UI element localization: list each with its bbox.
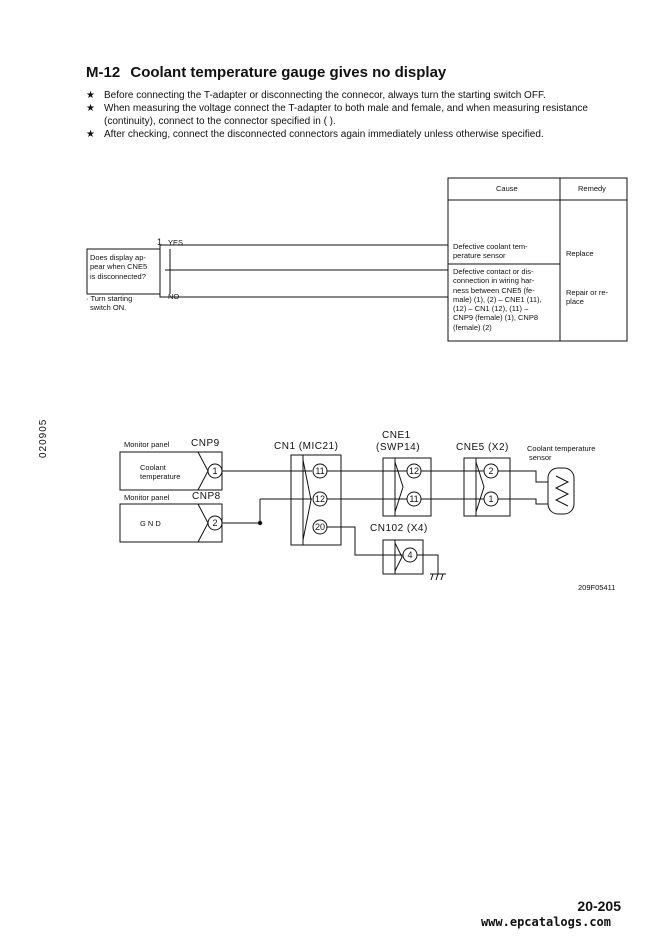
cause-header: Cause xyxy=(496,184,518,193)
watermark-url: www.epcatalogs.com xyxy=(480,915,611,929)
cause-line: (female) (2) xyxy=(453,322,492,332)
pin-cn1-11 xyxy=(312,463,328,479)
star-icon: ★ xyxy=(86,90,95,101)
cn102-connector xyxy=(382,539,424,575)
cause-row-1: Defective coolant tem- perature sensor xyxy=(453,242,528,261)
splice-dot xyxy=(257,520,263,526)
remedy-line: Replace xyxy=(566,249,594,258)
pin-label: 1 xyxy=(212,466,217,476)
pin-label: 2 xyxy=(488,466,493,476)
monitor-panel-label: Monitor panel xyxy=(124,440,170,449)
cause-line: (12) – CN1 (12), (11) – xyxy=(453,304,529,314)
pin-label: 12 xyxy=(409,466,419,476)
cnp8-label: CNP8 xyxy=(192,491,221,502)
note-text: After checking, connect the disconnected… xyxy=(104,129,544,140)
yes-label: YES xyxy=(168,238,184,247)
gnd-label: G N D xyxy=(140,519,161,528)
cause-line: Defective contact or dis- xyxy=(453,267,534,276)
no-label: NO xyxy=(168,292,180,301)
sensor-line: sensor xyxy=(529,453,552,462)
cne1-label: CNE1 xyxy=(382,430,411,441)
page-title: M-12 Coolant temperature gauge gives no … xyxy=(86,64,446,81)
pin-cne5-2 xyxy=(483,463,499,479)
pin-cnp8 xyxy=(207,515,223,531)
question-line: pear when CNE5 xyxy=(90,262,148,272)
pin-label: 11 xyxy=(315,466,324,476)
precondition-line: switch ON. xyxy=(90,303,127,313)
cne1-connector xyxy=(382,457,432,517)
coolant-box-line: temperature xyxy=(140,472,181,481)
question-line: Does display ap- xyxy=(90,253,146,262)
figure-id: 209F05411 xyxy=(578,583,616,592)
pin-cne1-12 xyxy=(406,463,422,479)
cnp8-box xyxy=(119,503,223,543)
cne5-connector xyxy=(463,457,511,517)
pin-label: 20 xyxy=(315,522,325,532)
cne1-sub-label: (SWP14) xyxy=(376,442,421,453)
section-code: M-12 xyxy=(86,64,121,81)
note-text: When measuring the voltage connect the T… xyxy=(104,103,588,127)
cne5-label: CNE5 (X2) xyxy=(456,442,509,453)
remedy-row-1: Replace xyxy=(566,249,594,258)
pin-cn1-12 xyxy=(312,491,328,507)
note-item: ★ When measuring the voltage connect the… xyxy=(86,102,626,128)
pin-cne1-11 xyxy=(406,491,422,507)
page-number: 20-205 xyxy=(577,898,621,914)
pin-label: 12 xyxy=(315,494,325,504)
monitor-panel-label: Monitor panel xyxy=(124,493,170,502)
cn1-connector xyxy=(290,454,342,546)
precondition-line: · Turn starting xyxy=(86,294,133,303)
note-item: ★ After checking, connect the disconnect… xyxy=(86,128,626,141)
remedy-line: place xyxy=(566,297,584,307)
coolant-box-label: Coolant temperature xyxy=(140,463,180,481)
pin-cn1-20 xyxy=(312,519,328,535)
precondition-text: · Turn starting switch ON. xyxy=(86,294,132,313)
pin-label: 11 xyxy=(409,494,418,504)
remedy-line: Repair or re- xyxy=(566,288,609,297)
pin-label: 2 xyxy=(212,518,217,528)
question-text: Does display ap- pear when CNE5 is disco… xyxy=(90,253,147,281)
coolant-sensor-box xyxy=(547,467,575,515)
pin-label: 1 xyxy=(488,494,493,504)
side-code: 020905 xyxy=(38,418,49,458)
notes-list: ★ Before connecting the T-adapter or dis… xyxy=(86,89,626,141)
sensor-label: Coolant temperature sensor xyxy=(527,444,595,462)
step-number: 1 xyxy=(157,237,163,247)
cause-line: connection in wiring har- xyxy=(453,276,535,286)
pin-label: 4 xyxy=(407,550,412,560)
cause-line: male) (1), (2) – CNE1 (11), xyxy=(453,294,542,304)
cause-line: Defective coolant tem- xyxy=(453,242,528,251)
cause-line: perature sensor xyxy=(453,251,506,261)
sensor-line: Coolant temperature xyxy=(527,444,596,453)
cn102-label: CN102 (X4) xyxy=(370,523,428,534)
star-icon: ★ xyxy=(86,103,95,114)
pin-cn102-4 xyxy=(402,547,418,563)
cause-row-2: Defective contact or dis- connection in … xyxy=(453,267,542,332)
star-icon: ★ xyxy=(86,129,95,140)
cnp9-label: CNP9 xyxy=(191,438,220,449)
pin-cne5-1 xyxy=(483,491,499,507)
coolant-box-line: Coolant xyxy=(140,463,166,472)
question-box xyxy=(86,248,161,295)
cause-line: CNP9 (female) (1), CNP8 xyxy=(453,313,539,323)
note-text: Before connecting the T-adapter or disco… xyxy=(104,90,546,101)
remedy-row-2: Repair or re- place xyxy=(566,288,608,307)
cn1-label: CN1 (MIC21) xyxy=(274,441,339,452)
remedy-header: Remedy xyxy=(578,184,606,193)
note-item: ★ Before connecting the T-adapter or dis… xyxy=(86,89,626,102)
question-line: is disconnected? xyxy=(90,271,146,281)
cause-line: ness between CNE5 (fe- xyxy=(453,285,535,295)
pin-cnp9 xyxy=(207,463,223,479)
sensor-coil-icon xyxy=(554,475,570,507)
section-title: Coolant temperature gauge gives no displ… xyxy=(130,64,447,81)
